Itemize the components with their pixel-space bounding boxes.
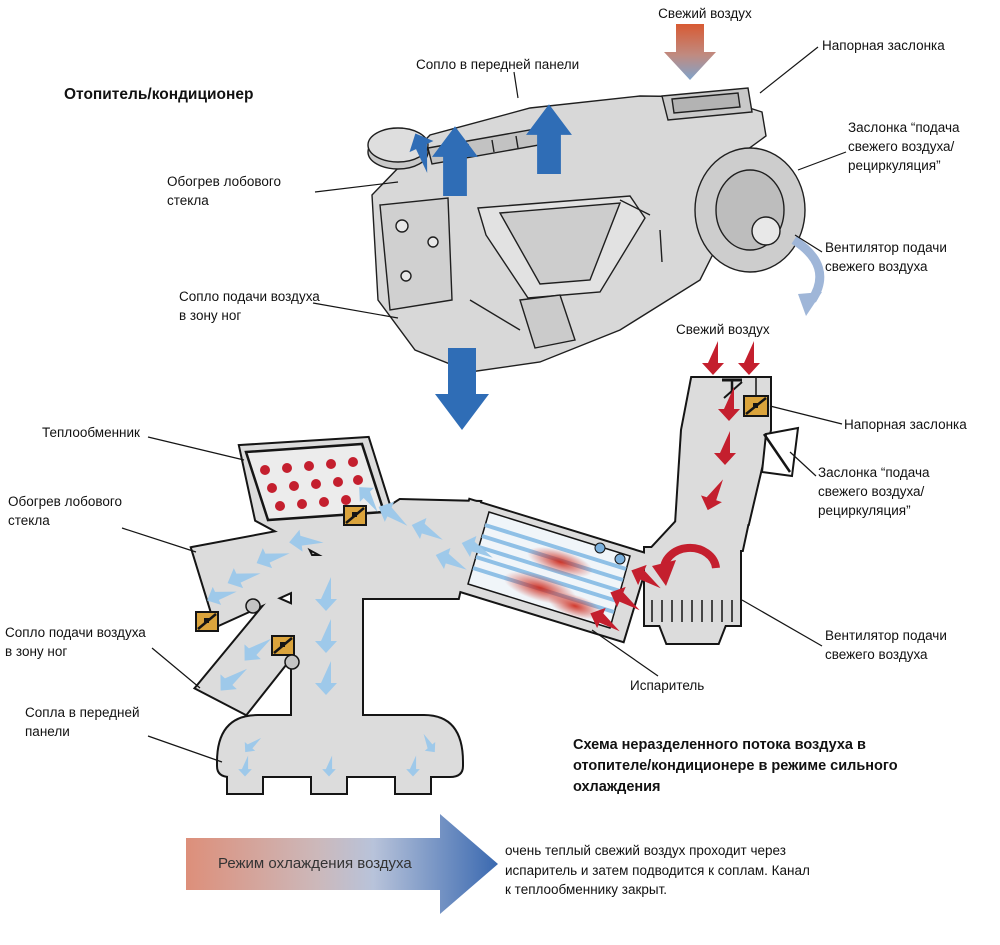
label-fresh-air-bottom: Свежий воздух xyxy=(676,322,770,337)
label-fan-top: Вентилятор подачи свежего воздуха xyxy=(825,240,947,275)
top-airflow-arrows xyxy=(403,24,825,430)
damper-heat-exchanger xyxy=(343,505,367,526)
label-front-panel-nozzles-bottom: Сопла в передней панели xyxy=(25,705,140,740)
schematic-caption: Схема неразделенного потока воздуха в от… xyxy=(573,737,898,796)
label-foot-nozzle-top: Сопло подачи воздуха в зону ног xyxy=(179,289,320,324)
pivot-circle xyxy=(284,654,300,670)
label-fresh-air-top: Свежий воздух xyxy=(658,6,752,21)
damper-windshield xyxy=(195,611,219,632)
heat-exchanger xyxy=(244,442,386,522)
diagram-title: Отопитель/кондиционер xyxy=(64,86,254,103)
label-pressure-damper-top: Напорная заслонка xyxy=(822,38,945,53)
evaporator xyxy=(467,511,631,629)
damper-markers xyxy=(195,395,769,670)
damper-foot xyxy=(271,635,295,656)
label-fan-bottom: Вентилятор подачи свежего воздуха xyxy=(825,628,947,663)
footer-description: очень теплый свежий воздух проходит чере… xyxy=(505,843,810,898)
label-front-panel-nozzle-top: Сопло в передней панели xyxy=(416,57,580,72)
pivot-circle xyxy=(245,598,261,614)
cooling-mode-label: Режим охлаждения воздуха xyxy=(218,855,412,872)
recirculation-flap xyxy=(760,426,800,478)
label-windshield-heating-top: Обогрев лобового стекла xyxy=(167,174,282,209)
label-windshield-heating-bottom: Обогрев лобового стекла xyxy=(8,494,123,529)
label-pressure-damper-bottom: Напорная заслонка xyxy=(844,417,967,432)
fan-unit xyxy=(651,543,733,622)
label-pointer-lines xyxy=(121,46,847,763)
damper-pressure xyxy=(743,395,769,417)
fresh-air-arrow xyxy=(664,24,716,80)
label-evaporator: Испаритель xyxy=(630,678,705,693)
label-recirculation-damper-bottom: Заслонка “подача свежего воздуха/ рецирк… xyxy=(818,465,930,519)
label-foot-nozzle-bottom: Сопло подачи воздуха в зону ног xyxy=(5,625,146,660)
label-recirculation-damper-top: Заслонка “подача свежего воздуха/ рецирк… xyxy=(848,120,960,174)
label-heat-exchanger: Теплообменник xyxy=(42,425,140,440)
cooling-mode-arrow xyxy=(186,814,498,914)
